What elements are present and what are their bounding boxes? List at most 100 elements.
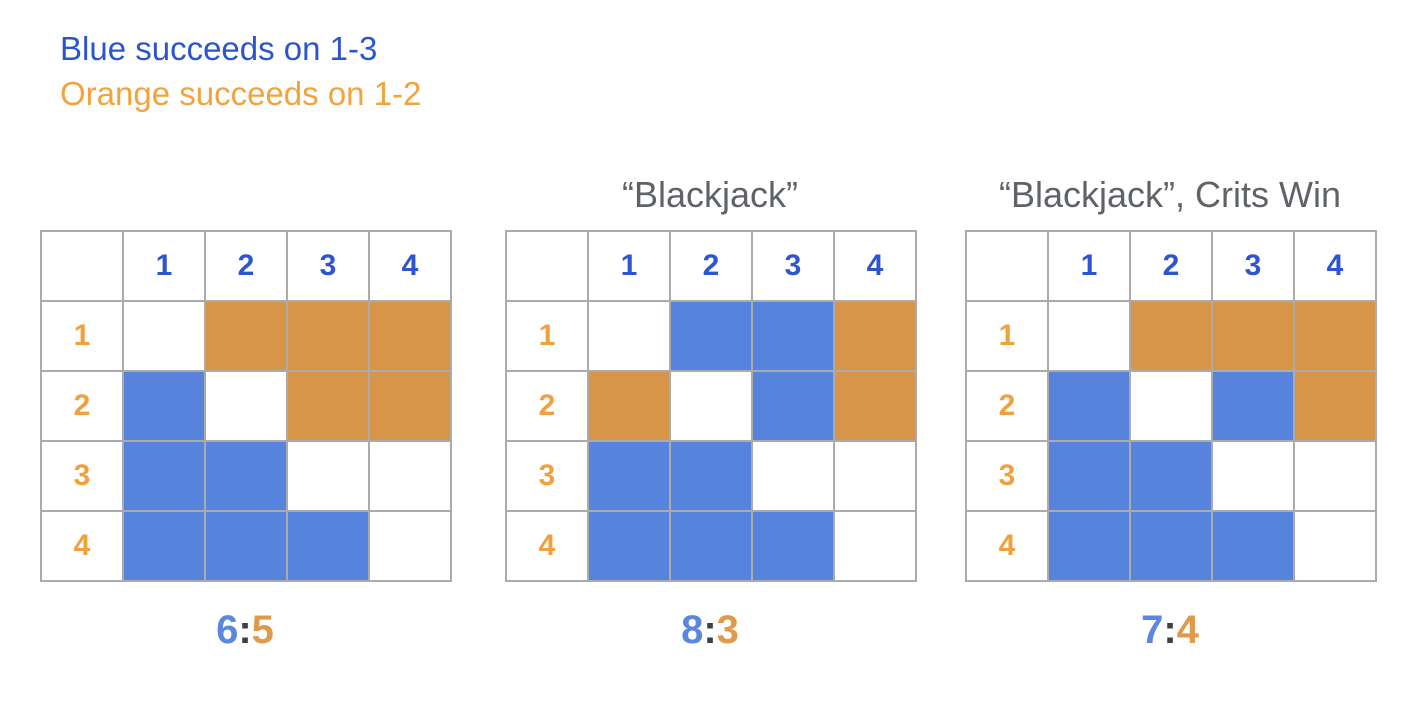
column-header-cell: 4 bbox=[368, 230, 452, 302]
column-header-cell: 1 bbox=[122, 230, 206, 302]
row-header-cell: 3 bbox=[40, 440, 124, 512]
outcome-cell bbox=[587, 300, 671, 372]
outcome-cell bbox=[669, 300, 753, 372]
column-header-cell: 4 bbox=[833, 230, 917, 302]
outcome-cell bbox=[204, 300, 288, 372]
column-header-cell: 1 bbox=[1047, 230, 1131, 302]
outcome-cell bbox=[833, 300, 917, 372]
outcome-cell bbox=[122, 440, 206, 512]
grid-row: 3 bbox=[505, 440, 917, 512]
score-blue-count: 6 bbox=[216, 608, 239, 652]
outcome-cell bbox=[1129, 440, 1213, 512]
score-separator: : bbox=[703, 608, 717, 652]
legend-orange-text: Orange succeeds on 1-2 bbox=[60, 75, 422, 112]
score: 8:3 bbox=[505, 608, 915, 653]
outcome-cell bbox=[204, 510, 288, 582]
row-header-cell: 3 bbox=[965, 440, 1049, 512]
outcome-cell bbox=[587, 510, 671, 582]
score: 6:5 bbox=[40, 608, 450, 653]
outcome-cell bbox=[122, 370, 206, 442]
outcome-cell bbox=[1047, 370, 1131, 442]
outcome-cell bbox=[122, 510, 206, 582]
score-orange-count: 4 bbox=[1176, 608, 1199, 652]
column-header-cell: 3 bbox=[286, 230, 370, 302]
outcome-cell bbox=[1047, 440, 1131, 512]
grid-row: 1 bbox=[965, 300, 1377, 372]
grid-row: 4 bbox=[505, 510, 917, 582]
row-header-cell: 1 bbox=[505, 300, 589, 372]
outcome-cell bbox=[1211, 370, 1295, 442]
grid-row: 2 bbox=[965, 370, 1377, 442]
panel-title: “Blackjack”, Crits Win bbox=[998, 174, 1342, 215]
outcome-cell bbox=[368, 440, 452, 512]
outcome-cell bbox=[368, 370, 452, 442]
panel-title: “Blackjack” bbox=[621, 174, 799, 215]
score-orange-count: 5 bbox=[251, 608, 274, 652]
outcome-cell bbox=[751, 370, 835, 442]
score: 7:4 bbox=[965, 608, 1375, 653]
outcome-cell bbox=[1211, 440, 1295, 512]
outcome-cell bbox=[669, 440, 753, 512]
legend: Blue succeeds on 1-3 Orange succeeds on … bbox=[60, 26, 421, 116]
outcome-cell bbox=[833, 510, 917, 582]
outcome-cell bbox=[1293, 370, 1377, 442]
outcome-cell bbox=[669, 370, 753, 442]
score-blue-count: 8 bbox=[681, 608, 704, 652]
outcome-cell bbox=[587, 370, 671, 442]
grid-row: 3 bbox=[40, 440, 452, 512]
column-header-cell: 2 bbox=[204, 230, 288, 302]
grid-row: 4 bbox=[965, 510, 1377, 582]
outcome-cell bbox=[368, 510, 452, 582]
grid-row: 1 bbox=[40, 300, 452, 372]
outcome-cell bbox=[1211, 300, 1295, 372]
column-header-cell: 3 bbox=[751, 230, 835, 302]
score-orange-count: 3 bbox=[716, 608, 739, 652]
outcome-cell bbox=[204, 370, 288, 442]
row-header-cell: 2 bbox=[40, 370, 124, 442]
column-header-cell: 2 bbox=[669, 230, 753, 302]
outcome-cell bbox=[286, 370, 370, 442]
column-header-cell: 2 bbox=[1129, 230, 1213, 302]
column-header-cell: 3 bbox=[1211, 230, 1295, 302]
score-separator: : bbox=[1163, 608, 1177, 652]
row-header-cell: 4 bbox=[505, 510, 589, 582]
outcome-cell bbox=[286, 300, 370, 372]
outcome-cell bbox=[1293, 440, 1377, 512]
score-separator: : bbox=[238, 608, 252, 652]
row-header-cell: 1 bbox=[40, 300, 124, 372]
outcome-cell bbox=[751, 440, 835, 512]
outcome-cell bbox=[286, 440, 370, 512]
corner-cell bbox=[40, 230, 124, 302]
outcome-cell bbox=[1129, 370, 1213, 442]
outcome-cell bbox=[122, 300, 206, 372]
row-header-cell: 3 bbox=[505, 440, 589, 512]
grid-row: 4 bbox=[40, 510, 452, 582]
outcome-cell bbox=[204, 440, 288, 512]
outcome-cell bbox=[1211, 510, 1295, 582]
corner-cell bbox=[965, 230, 1049, 302]
row-header-cell: 4 bbox=[965, 510, 1049, 582]
outcome-cell bbox=[1129, 510, 1213, 582]
outcome-cell bbox=[833, 440, 917, 512]
grid-row: 2 bbox=[505, 370, 917, 442]
column-header-cell: 1 bbox=[587, 230, 671, 302]
outcome-cell bbox=[669, 510, 753, 582]
outcome-cell bbox=[1129, 300, 1213, 372]
row-header-cell: 4 bbox=[40, 510, 124, 582]
grid-row: 1 bbox=[505, 300, 917, 372]
outcome-cell bbox=[286, 510, 370, 582]
outcome-cell bbox=[368, 300, 452, 372]
outcome-cell bbox=[751, 510, 835, 582]
outcome-cell bbox=[833, 370, 917, 442]
score-blue-count: 7 bbox=[1141, 608, 1164, 652]
outcome-cell bbox=[1047, 510, 1131, 582]
outcome-cell bbox=[1293, 510, 1377, 582]
panel-title bbox=[40, 160, 450, 230]
